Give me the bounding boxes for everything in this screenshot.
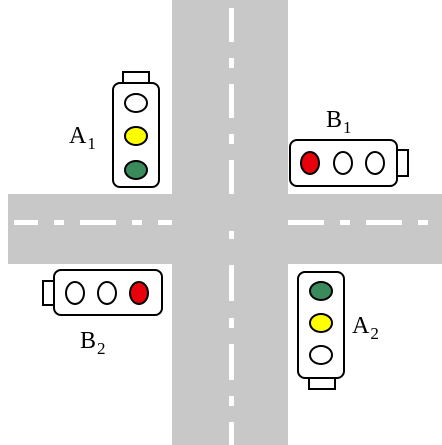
traffic-light-b1-label-subscript: 1 — [343, 118, 352, 137]
traffic-light-b1 — [289, 139, 409, 187]
traffic-light-a2 — [297, 271, 345, 390]
traffic-light-a2-lamp-middle — [309, 313, 333, 333]
traffic-light-b2-lamp-right — [129, 281, 149, 305]
traffic-light-a1-lamp-bottom — [124, 160, 148, 180]
traffic-light-a1-label-letter: A — [69, 123, 87, 149]
traffic-light-a2-label-letter: A — [352, 313, 370, 339]
traffic-light-a1-lamp-middle — [124, 126, 148, 146]
traffic-light-a2-lamp-top — [309, 281, 333, 301]
horizontal-road — [8, 194, 442, 264]
traffic-light-a1-label: A1 — [69, 123, 96, 152]
horizontal-lane-markings — [14, 220, 428, 225]
traffic-light-a2-label: A2 — [352, 313, 379, 342]
traffic-light-b2-label: B2 — [80, 328, 106, 357]
traffic-light-b2-label-subscript: 2 — [97, 339, 106, 358]
traffic-light-b1-label: B1 — [326, 107, 352, 136]
vertical-lane-markings — [229, 8, 234, 445]
traffic-light-a1 — [112, 71, 160, 188]
traffic-light-b2-label-letter: B — [80, 328, 97, 354]
traffic-light-b2-lamp-left — [65, 281, 85, 305]
traffic-light-b1-lamp-left — [300, 151, 320, 175]
traffic-light-a2-label-subscript: 2 — [370, 324, 379, 343]
traffic-light-a1-label-subscript: 1 — [87, 134, 96, 153]
traffic-light-a2-lamp-bottom — [309, 345, 333, 365]
traffic-light-a1-lamp-top — [124, 93, 148, 113]
traffic-light-b1-label-letter: B — [326, 107, 343, 133]
traffic-light-b1-lamp-middle — [333, 151, 353, 175]
traffic-light-b1-lamp-right — [365, 151, 385, 175]
traffic-light-b2 — [42, 269, 163, 316]
traffic-light-b2-lamp-middle — [97, 281, 117, 305]
